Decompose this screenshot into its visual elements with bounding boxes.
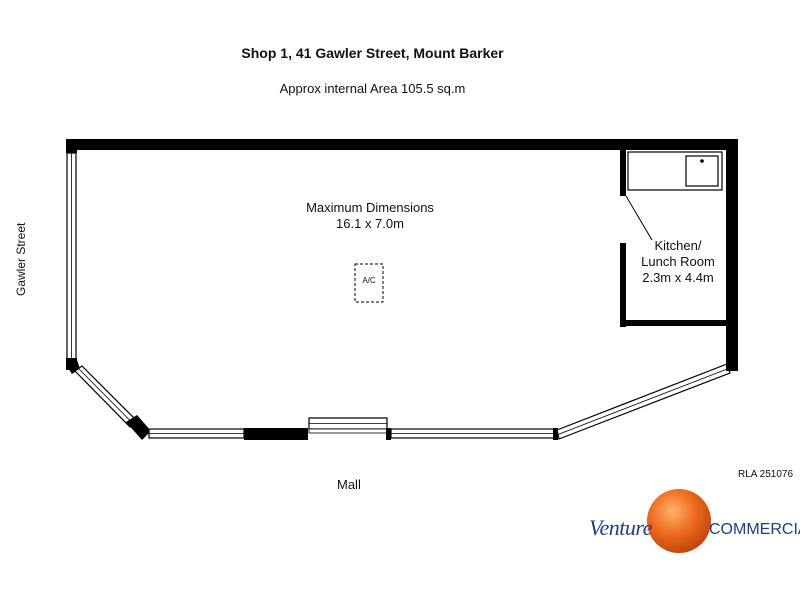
kitchen-wall-lower xyxy=(620,243,626,327)
mall-label: Mall xyxy=(337,477,361,492)
logo-orb xyxy=(647,489,711,553)
top-wall xyxy=(66,139,738,150)
right-wall xyxy=(726,139,738,371)
ac-unit xyxy=(354,263,384,303)
left-wall-corner xyxy=(66,139,77,153)
entry-threshold xyxy=(308,428,388,434)
kitchen-name-line2: Lunch Room xyxy=(641,254,715,269)
bottom-wall-solid xyxy=(244,428,308,440)
kitchen-wall-bottom xyxy=(620,320,726,326)
rla-number: RLA 251076 xyxy=(738,469,794,480)
main-room-name: Maximum Dimensions xyxy=(306,200,434,215)
logo-mark xyxy=(647,489,711,553)
kitchen-dimensions: 2.3m x 4.4m xyxy=(642,270,714,285)
venture-commercial-logo: Venture COMMERCIAL xyxy=(585,488,800,558)
kitchen-label: Kitchen/ Lunch Room 2.3m x 4.4m xyxy=(630,238,726,286)
kitchen-wall-upper xyxy=(620,150,626,196)
sink-drain xyxy=(700,159,704,163)
page-title: Shop 1, 41 Gawler Street, Mount Barker xyxy=(241,45,504,61)
kitchen-name-line1: Kitchen/ xyxy=(654,238,702,253)
area-subtitle: Approx internal Area 105.5 sq.m xyxy=(279,81,466,96)
ac-label: A/C xyxy=(362,276,376,285)
bottom-wall-post-2 xyxy=(553,428,558,440)
main-room-label: Maximum Dimensions 16.1 x 7.0m xyxy=(270,200,470,232)
logo-brand: Venture xyxy=(589,515,652,540)
kitchen-door-swing xyxy=(625,195,653,241)
gawler-street-label: Gawler Street xyxy=(14,222,28,296)
bottom-wall-post xyxy=(386,428,391,440)
diagonal-wall-left-end xyxy=(126,415,151,440)
main-room-dimensions: 16.1 x 7.0m xyxy=(336,216,404,231)
logo-word: COMMERCIAL xyxy=(709,521,800,538)
